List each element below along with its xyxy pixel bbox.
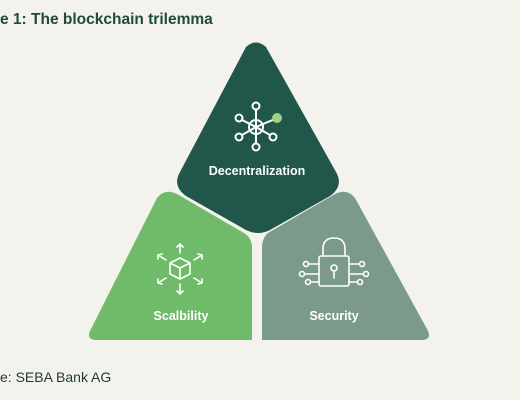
padlock-circuit-icon: [298, 237, 370, 287]
label-decentralization: Decentralization: [209, 164, 306, 178]
segment-security: [262, 191, 429, 340]
cube-expand-icon: [157, 243, 203, 295]
figure-source: e: SEBA Bank AG: [0, 369, 112, 385]
network-node-icon: [234, 101, 278, 152]
label-security: Security: [309, 309, 358, 323]
segment-decentralization: [177, 42, 339, 233]
label-scalability: Scalbility: [154, 309, 209, 323]
accent-node-icon: [272, 113, 282, 123]
figure-title: e 1: The blockchain trilemma: [0, 11, 213, 28]
